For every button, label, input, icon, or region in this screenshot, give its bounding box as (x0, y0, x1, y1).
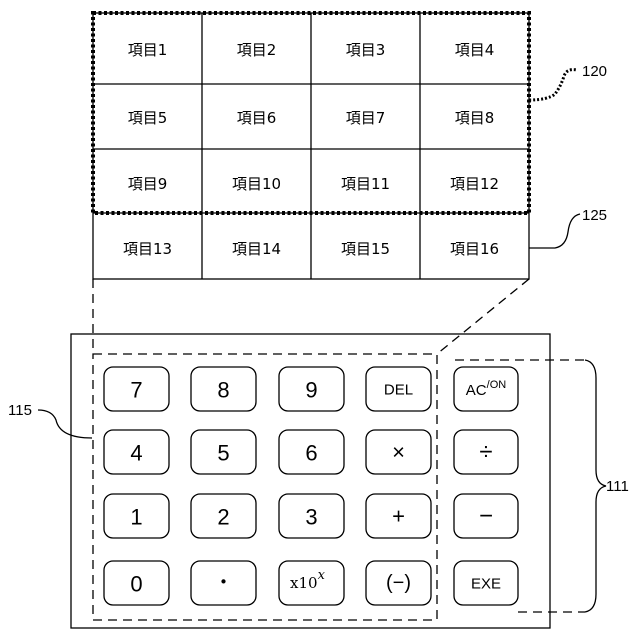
key-7[interactable]: 7 (104, 367, 169, 411)
key-7-label: 7 (130, 378, 142, 403)
leader-120 (529, 70, 577, 100)
grid-item-6: 項目6 (237, 109, 277, 127)
leader-115 (38, 410, 92, 438)
grid-item-9: 項目9 (128, 175, 168, 193)
key-del-label: DEL (384, 382, 413, 399)
key-multiply[interactable]: × (366, 430, 431, 474)
ref-label-120: 120 (582, 63, 607, 80)
key-6-label: 6 (305, 441, 317, 466)
key-2[interactable]: 2 (191, 494, 256, 538)
grid-item-16: 項目16 (450, 240, 499, 258)
x10-base: x10 (290, 574, 318, 592)
key-9[interactable]: 9 (279, 367, 344, 411)
key-exe[interactable]: EXE (454, 561, 518, 605)
key-exe-label: EXE (471, 576, 501, 593)
grid-item-2: 項目2 (237, 41, 277, 59)
function-keypad: AC/ON ÷ − EXE (454, 367, 518, 605)
key-1-label: 1 (130, 505, 142, 530)
key-1[interactable]: 1 (104, 494, 169, 538)
key-5-label: 5 (217, 441, 229, 466)
ref-label-111: 111 (606, 478, 629, 495)
grid-item-15: 項目15 (341, 240, 390, 258)
key-plus[interactable]: + (366, 494, 431, 538)
leader-125 (529, 214, 580, 248)
key-negative[interactable]: (−) (366, 561, 431, 605)
grid-item-14: 項目14 (232, 240, 281, 258)
key-8-label: 8 (217, 378, 229, 403)
projection-line-right (437, 279, 529, 354)
grid-item-1: 項目1 (128, 41, 168, 59)
key-minus[interactable]: − (454, 494, 518, 538)
key-decimal[interactable]: ・ (191, 561, 256, 605)
key-0[interactable]: 0 (104, 561, 169, 605)
key-4[interactable]: 4 (104, 430, 169, 474)
key-6[interactable]: 6 (279, 430, 344, 474)
grid-item-7: 項目7 (346, 109, 386, 127)
key-minus-label: − (479, 503, 493, 530)
key-5[interactable]: 5 (191, 430, 256, 474)
key-8[interactable]: 8 (191, 367, 256, 411)
key-ac-on[interactable]: AC/ON (454, 367, 518, 411)
x10-exponent: x (318, 568, 326, 583)
ac-main: AC (466, 382, 487, 399)
ac-sup: /ON (487, 379, 507, 391)
key-del[interactable]: DEL (366, 367, 431, 411)
ref-label-125: 125 (582, 207, 607, 224)
grid-item-8: 項目8 (455, 109, 495, 127)
key-multiply-label: × (392, 440, 405, 465)
function-region-brace (585, 360, 606, 612)
grid-item-3: 項目3 (346, 41, 386, 59)
grid-item-5: 項目5 (128, 109, 168, 127)
key-negative-label: (−) (386, 572, 411, 594)
key-0-label: 0 (130, 572, 142, 597)
key-decimal-label: ・ (214, 572, 234, 594)
key-9-label: 9 (305, 378, 317, 403)
ref-label-115: 115 (8, 402, 32, 419)
grid-item-10: 項目10 (232, 175, 281, 193)
item-grid: 項目1 項目2 項目3 項目4 項目5 項目6 項目7 項目8 項目9 項目10 項目11 項目12 項… (93, 13, 529, 279)
key-3[interactable]: 3 (279, 494, 344, 538)
numeric-keypad: 7 8 9 DEL 4 5 6 × 1 2 3 +0 ・ x10x (−) (104, 367, 431, 605)
grid-item-4: 項目4 (455, 41, 495, 59)
key-x10-power[interactable]: x10x (279, 561, 344, 605)
key-plus-label: + (392, 504, 405, 529)
key-divide-label: ÷ (479, 439, 492, 466)
key-3-label: 3 (305, 505, 317, 530)
grid-item-11: 項目11 (341, 175, 390, 193)
key-divide[interactable]: ÷ (454, 430, 518, 474)
grid-item-12: 項目12 (450, 175, 499, 193)
grid-item-13: 項目13 (123, 240, 172, 258)
key-4-label: 4 (130, 441, 142, 466)
key-2-label: 2 (217, 505, 229, 530)
